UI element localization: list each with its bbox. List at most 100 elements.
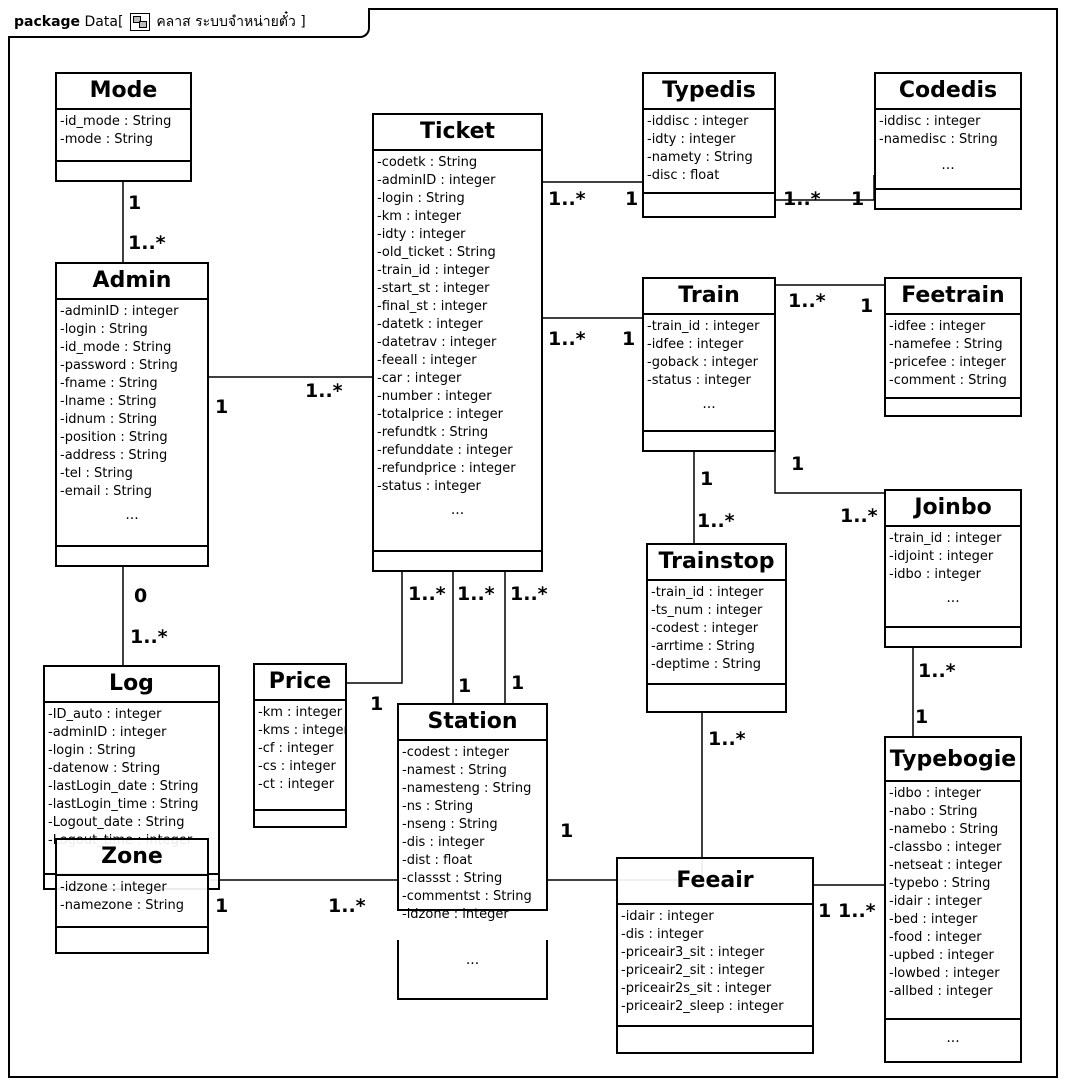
attribute: -totalprice : integer (377, 407, 503, 422)
attribute: -commentst : String (402, 889, 532, 904)
class-station[interactable]: Station -codest : integer -namest : Stri… (397, 703, 548, 922)
multiplicity-label: 1..* (130, 626, 168, 648)
class-diagram-icon (129, 13, 150, 31)
assoc-ticket-price (347, 572, 403, 684)
attribute: -comment : String (889, 373, 1007, 388)
attribute: -id_mode : String (60, 114, 172, 129)
attribute: -datenow : String (48, 761, 161, 776)
attribute: -namebo : String (889, 822, 999, 837)
attribute: -login : String (377, 191, 465, 206)
attribute: -refunddate : integer (377, 443, 513, 458)
class-train[interactable]: Train -train_id : integer -idfee : integ… (642, 277, 776, 452)
attribute: -idair : integer (889, 894, 982, 909)
package-tab-close: ] (300, 14, 306, 30)
attribute: -idzone : integer (402, 907, 509, 922)
multiplicity-label: 1..* (840, 505, 878, 527)
class-attributes: -codest : integer -namest : String -name… (399, 741, 546, 928)
multiplicity-label: 1 (791, 453, 805, 475)
attribute: -dis : integer (621, 927, 704, 942)
attribute: -idzone : integer (60, 880, 167, 895)
class-ticket[interactable]: Ticket -codetk : String -adminID : integ… (372, 113, 543, 572)
class-price[interactable]: Price -km : integer -kms : integer -cf :… (253, 663, 347, 828)
multiplicity-label: 1..* (457, 583, 495, 605)
attribute: -train_id : integer (647, 319, 760, 334)
attribute: -car : integer (377, 371, 462, 386)
multiplicity-label: 1..* (708, 728, 746, 750)
class-operations: ... (941, 157, 955, 173)
package-tab: package Data[ คลาส ระบบจำหน่ายตั๋ว ] (8, 8, 370, 38)
class-typedis[interactable]: Typedis -iddisc : integer -idty : intege… (642, 72, 776, 218)
class-codedis[interactable]: Codedis -iddisc : integer -namedisc : St… (874, 72, 1022, 210)
attribute: -idbo : integer (889, 567, 981, 582)
multiplicity-label: 1 (128, 192, 142, 214)
multiplicity-label: 1 (560, 820, 574, 842)
attribute: -typebo : String (889, 876, 991, 891)
class-operations: ... (450, 502, 465, 518)
attribute: -km : integer (377, 209, 462, 224)
multiplicity-label: 1 (370, 693, 384, 715)
class-name: Ticket (374, 115, 541, 151)
attribute: -namety : String (647, 150, 753, 165)
class-zone[interactable]: Zone -idzone : integer -namezone : Strin… (55, 838, 209, 954)
class-operations (57, 928, 207, 942)
class-typebogie[interactable]: Typebogie -idbo : integer -nabo : String… (884, 736, 1022, 1063)
class-feeair[interactable]: Feeair -idair : integer -dis : integer -… (616, 857, 814, 1054)
class-operations (886, 399, 1020, 413)
class-operations (618, 1027, 812, 1041)
class-operations: ... (125, 507, 139, 523)
attribute: -datetrav : integer (377, 335, 497, 350)
attribute: -lastLogin_date : String (48, 779, 199, 794)
attribute: -fname : String (60, 376, 158, 391)
attribute: -refundtk : String (377, 425, 489, 440)
attribute: -dis : integer (402, 835, 485, 850)
attribute: -Logout_date : String (48, 815, 185, 830)
attribute: -email : String (60, 484, 152, 499)
class-admin[interactable]: Admin -adminID : integer -login : String… (55, 262, 209, 567)
class-mode[interactable]: Mode -id_mode : String -mode : String (55, 72, 192, 182)
attribute: -idnum : String (60, 412, 158, 427)
attribute: -adminID : integer (48, 725, 167, 740)
attribute: -km : integer (258, 705, 343, 720)
class-name: Codedis (876, 74, 1020, 110)
attribute: -idjoint : integer (889, 549, 994, 564)
attribute: -priceair2_sit : integer (621, 963, 765, 978)
attribute: -namesteng : String (402, 781, 532, 796)
multiplicity-label: 1 (851, 188, 865, 210)
class-attributes: -train_id : integer -idfee : integer -go… (644, 315, 774, 394)
attribute: -id_mode : String (60, 340, 172, 355)
attribute: -lowbed : integer (889, 966, 1000, 981)
multiplicity-label: 1 (818, 900, 832, 922)
multiplicity-label: 1 (511, 672, 525, 694)
attribute: -idbo : integer (889, 786, 981, 801)
class-name: Feeair (676, 868, 754, 893)
attribute: -lastLogin_time : String (48, 797, 199, 812)
class-name: Price (255, 665, 345, 701)
class-name: Feetrain (886, 279, 1020, 315)
multiplicity-label: 1 (622, 328, 636, 350)
class-operations: ... (946, 590, 960, 606)
attribute: -start_st : integer (377, 281, 490, 296)
attribute: -classst : String (402, 871, 503, 886)
attribute: -nseng : String (402, 817, 498, 832)
class-attributes: -codetk : String -adminID : integer -log… (374, 151, 541, 500)
attribute: -status : integer (647, 373, 751, 388)
attribute: -position : String (60, 430, 168, 445)
attribute: -final_st : integer (377, 299, 488, 314)
attribute: -namedisc : String (879, 132, 998, 147)
multiplicity-label: 1..* (838, 900, 876, 922)
class-operations (644, 194, 774, 208)
attribute: -idty : integer (377, 227, 466, 242)
class-attributes: -iddisc : integer -idty : integer -namet… (644, 110, 774, 194)
attribute: -deptime : String (651, 657, 762, 672)
class-joinbo[interactable]: Joinbo -train_id : integer -idjoint : in… (884, 489, 1022, 648)
class-name: Station (399, 705, 546, 741)
attribute: -codest : integer (651, 621, 759, 636)
class-name: Mode (57, 74, 190, 110)
attribute: -nabo : String (889, 804, 978, 819)
class-attributes: -idair : integer -dis : integer -priceai… (618, 903, 812, 1027)
attribute: -adminID : integer (60, 304, 179, 319)
class-feetrain[interactable]: Feetrain -idfee : integer -namefee : Str… (884, 277, 1022, 417)
attribute: -cf : integer (258, 741, 334, 756)
class-name: Train (644, 279, 774, 315)
class-trainstop[interactable]: Trainstop -train_id : integer -ts_num : … (646, 543, 787, 713)
